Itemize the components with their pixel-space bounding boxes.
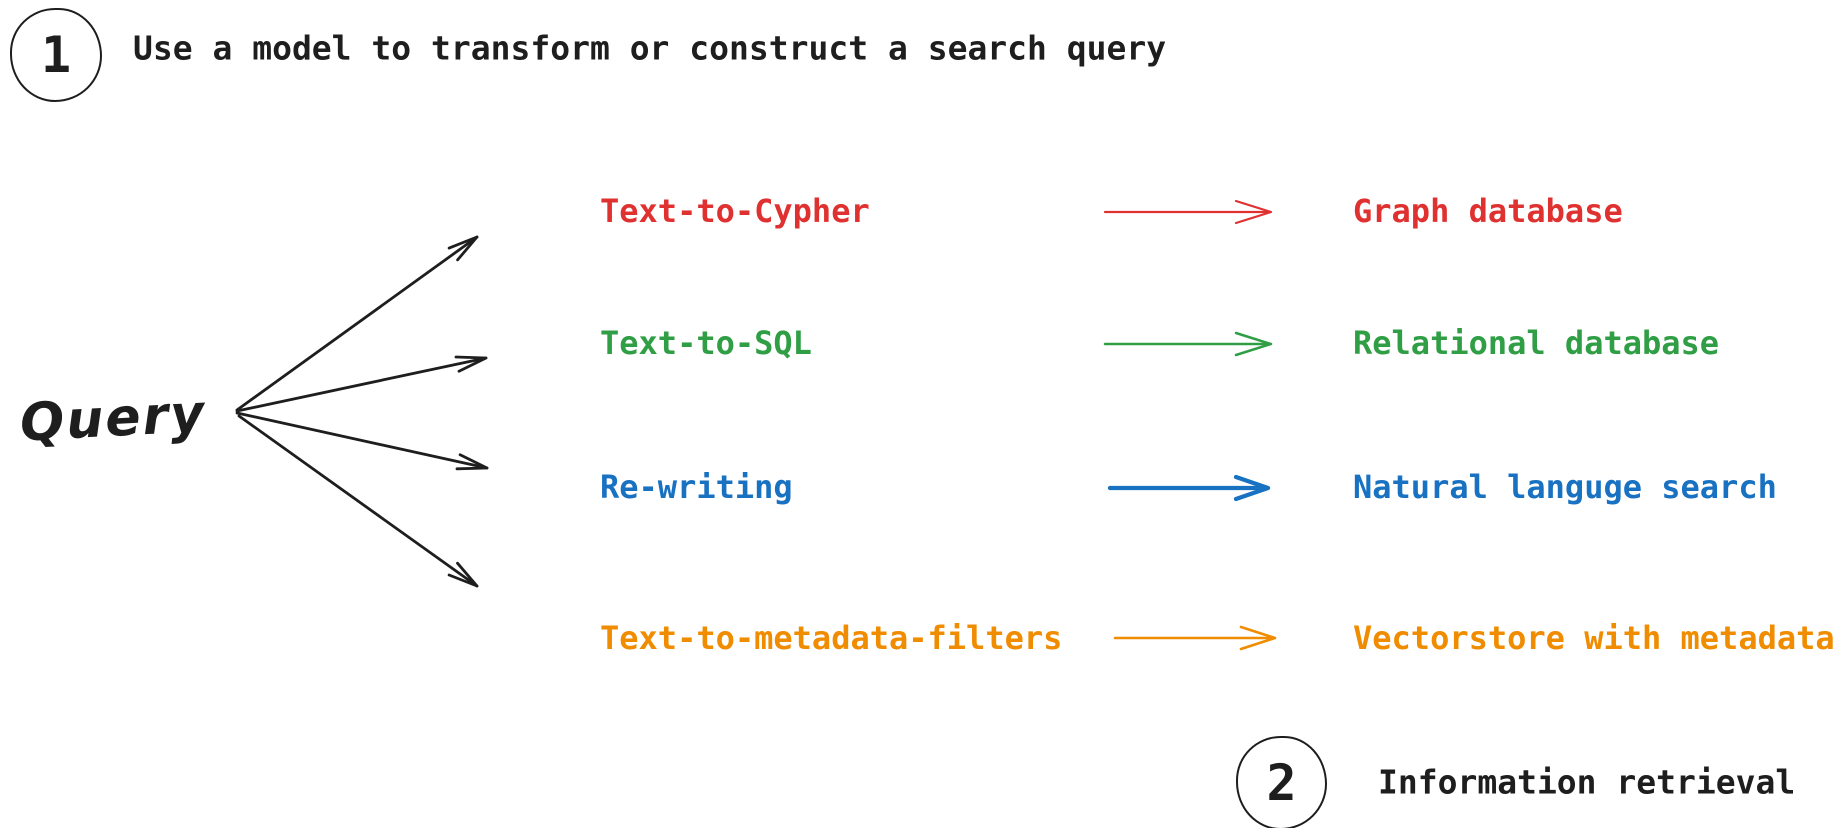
step-2-badge: 2 [1236, 736, 1327, 828]
target-label-graph-database: Graph database [1353, 192, 1623, 231]
method-label-text-to-metadata-filters: Text-to-metadata-filters [600, 619, 1063, 658]
target-label-vectorstore-with-metadata: Vectorstore with metadata [1353, 619, 1835, 658]
fan-arrow-1 [235, 235, 479, 412]
step-2-number: 2 [1266, 754, 1297, 812]
step-1-title: Use a model to transform or construct a … [133, 28, 1167, 68]
query-label: Query [18, 383, 208, 454]
fan-arrow-4 [237, 414, 479, 588]
target-label-natural-languge-search: Natural languge search [1353, 468, 1777, 507]
flow-arrow-orange [1113, 625, 1277, 651]
flow-arrow-green [1103, 331, 1273, 357]
flow-arrow-blue [1107, 474, 1271, 502]
flow-arrow-red [1103, 199, 1273, 225]
method-label-re-writing: Re-writing [600, 468, 793, 507]
method-label-text-to-cypher: Text-to-Cypher [600, 192, 870, 231]
fan-arrow-2 [235, 355, 488, 413]
target-label-relational-database: Relational database [1353, 324, 1720, 363]
method-label-text-to-sql: Text-to-SQL [600, 324, 812, 363]
fan-arrow-3 [235, 411, 489, 471]
step-1-badge: 1 [10, 8, 102, 102]
fan-arrows [235, 235, 489, 588]
step-2-title: Information retrieval [1378, 762, 1796, 802]
step-1-number: 1 [40, 26, 72, 84]
